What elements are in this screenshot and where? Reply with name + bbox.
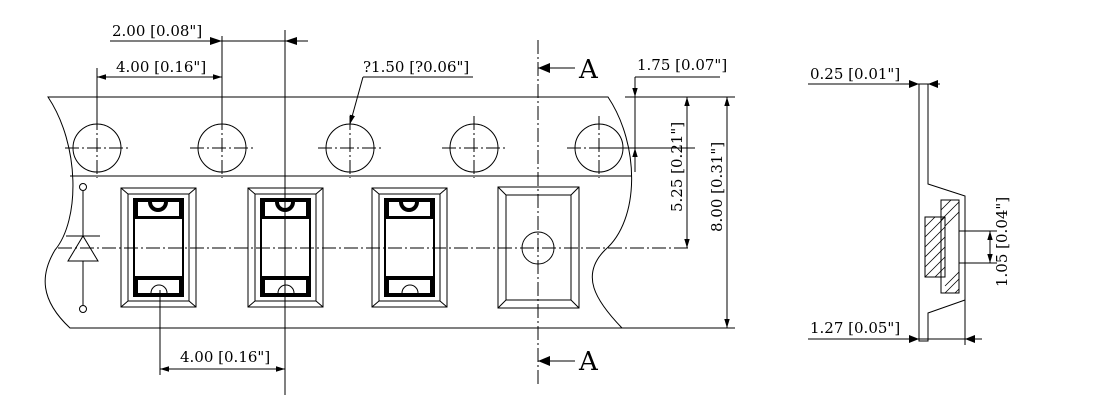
section-label-top: A — [578, 55, 599, 85]
dim-pocket-depth: 1.27 [0.05"] — [808, 300, 982, 345]
sprocket-hole — [190, 116, 255, 178]
dim-label-hole-to-pocket: 5.25 [0.21"] — [668, 122, 686, 212]
dim-label-tape-width: 8.00 [0.31"] — [708, 142, 726, 232]
section-view — [918, 83, 966, 342]
dim-label-edge-to-hole: 1.75 [0.07"] — [637, 56, 727, 74]
dim-component-height: 1.05 [0.04"] — [959, 197, 1011, 287]
dim-pocket-pitch: 4.00 [0.16"] — [159, 290, 285, 375]
dim-tape-thickness: 0.25 [0.01"] — [808, 65, 940, 88]
dim-label-pocket-pitch: 4.00 [0.16"] — [180, 348, 270, 366]
sprocket-holes — [65, 116, 632, 178]
dim-hole-to-pocket: 5.25 [0.21"] — [600, 97, 695, 248]
sprocket-hole — [318, 116, 383, 178]
dim-label-tape-thickness: 0.25 [0.01"] — [810, 65, 900, 83]
dim-label-pocket-depth: 1.27 [0.05"] — [810, 319, 900, 337]
dim-label-hole-diameter: ?1.50 [?0.06"] — [363, 58, 469, 76]
sprocket-hole — [65, 116, 130, 178]
section-label-bottom: A — [578, 347, 599, 377]
sprocket-hole — [442, 116, 507, 178]
pocket-with-component — [371, 187, 448, 308]
component-body — [940, 199, 960, 294]
dim-hole-diameter: ?1.50 [?0.06"] — [349, 58, 473, 125]
dim-tape-width: 8.00 [0.31"] — [622, 97, 735, 329]
dim-label-component-height: 1.05 [0.04"] — [993, 197, 1011, 287]
dim-sprocket-pitch: 4.00 [0.16"] — [96, 36, 223, 124]
dim-edge-to-hole: 1.75 [0.07"] — [625, 56, 735, 172]
diode-symbol — [66, 183, 100, 313]
section-line: A A — [537, 40, 599, 385]
dim-label-sprocket-pitch: 4.00 [0.16"] — [116, 58, 206, 76]
dim-pitch-top: 2.00 [0.08"] — [110, 22, 308, 395]
pocket-with-component — [120, 187, 197, 308]
dim-label-pitch-top: 2.00 [0.08"] — [112, 22, 202, 40]
